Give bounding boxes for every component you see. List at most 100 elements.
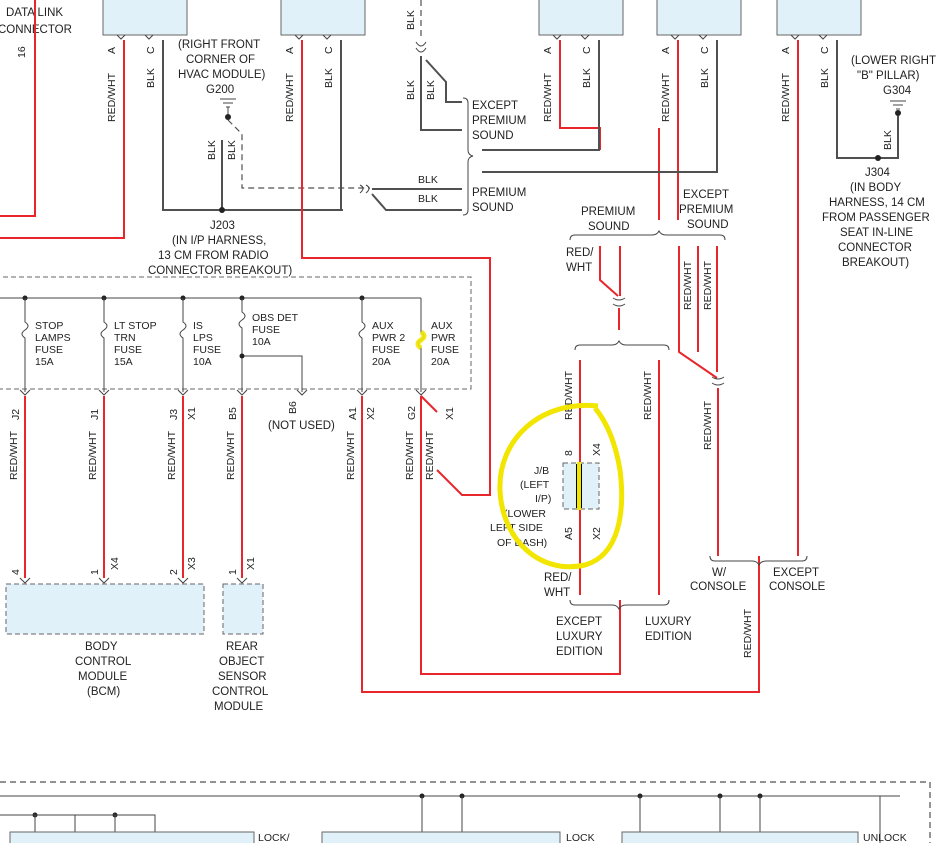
bottom-drops	[421, 796, 881, 843]
fuse-3-l1: IS	[193, 320, 203, 332]
g200-label-3: HVAC MODULE)	[178, 69, 265, 81]
jb-conn-bottom: X2	[591, 527, 603, 540]
fuse-4-l3: 10A	[252, 336, 271, 348]
except-luxury-1: EXCEPT	[556, 616, 602, 628]
fuse-1-l2: LAMPS	[35, 332, 71, 344]
fuse-1-l3: FUSE	[35, 344, 63, 356]
bcm-conn-x3: X3	[186, 557, 198, 570]
fuse-4-l1: OBS DET	[252, 312, 299, 324]
component-box-top-4	[656, 0, 742, 36]
bottom-module-2	[321, 831, 561, 843]
bcm-label-4: (BCM)	[87, 686, 120, 698]
wire-red-except-premium	[678, 246, 718, 379]
highlight-aux-fuse	[415, 329, 427, 351]
jb-label-2: (LEFT	[520, 479, 550, 491]
fuse-2-l4: 15A	[114, 356, 133, 368]
g200-id: G200	[206, 84, 234, 96]
data-link-pin: 16	[16, 46, 28, 58]
wire-blk-premium-sound	[371, 188, 462, 211]
rear-obj-label-2: OBJECT	[219, 656, 264, 668]
j304-label-2: (IN BODY	[850, 182, 901, 194]
wire-label-redwht-4: RED/WHT	[660, 72, 672, 122]
premium-sound-2: SOUND	[472, 202, 514, 214]
g200-label-2: CORNER OF	[186, 54, 255, 66]
brace-premium-sound	[569, 229, 726, 241]
red-wht-label-1: RED/	[566, 247, 594, 259]
bcm-label-3: MODULE	[78, 671, 128, 683]
j203-label-3: 13 CM FROM RADIO	[158, 250, 269, 262]
bcm-label-1: BODY	[85, 641, 118, 653]
jb-conn-top: X4	[591, 443, 603, 456]
pin-c-3: C	[581, 46, 593, 54]
premium-sound-1: PREMIUM	[472, 187, 526, 199]
dash-wire-premium	[227, 119, 370, 189]
pin-c-1: C	[145, 46, 157, 54]
j304-label-5: SEAT IN-LINE	[840, 227, 913, 239]
fuse-5-l4: 20A	[372, 356, 391, 368]
fuse-6-l1: AUX	[431, 320, 453, 332]
except-premium-2-1: EXCEPT	[683, 189, 729, 201]
w-console-1: W/	[712, 567, 727, 579]
except-premium-1: EXCEPT	[472, 100, 518, 112]
fuse-pin-j3: J3	[168, 409, 180, 420]
highlight-circle	[497, 402, 625, 570]
bottom-lock-2: LOCK	[566, 832, 595, 843]
bcm-component	[5, 583, 205, 635]
wire-label-blk-5: BLK	[819, 68, 831, 88]
jb-label-4: (LOWER	[504, 508, 546, 520]
wire-label-redwht-f5: RED/WHT	[345, 430, 357, 480]
wire-label-redwht-jb1: RED/WHT	[563, 370, 575, 420]
wire-red-col4b	[658, 40, 679, 220]
fuse-6-l4: 20A	[431, 356, 450, 368]
jb-label-5: LEFT SIDE	[490, 522, 543, 534]
component-box-top-5	[776, 0, 862, 36]
fuse-6-l2: PWR	[431, 332, 456, 344]
wire-red-col3	[559, 40, 601, 150]
wire-label-blk-ep1: BLK	[405, 80, 417, 100]
except-premium-3: SOUND	[472, 130, 514, 142]
wire-label-blk-1: BLK	[145, 68, 157, 88]
j203-label-1: J203	[210, 220, 235, 232]
wire-label-blk-g200b: BLK	[226, 140, 238, 160]
fuse-pin-g2: G2	[406, 406, 418, 420]
wire-label-redwht-3: RED/WHT	[542, 72, 554, 122]
ground-g200-icon	[220, 98, 236, 120]
fuse-block	[0, 276, 472, 390]
wire-label-redwht-f6a: RED/WHT	[404, 430, 416, 480]
wire-red-col2	[301, 40, 491, 496]
wire-label-redwht-1: RED/WHT	[106, 72, 118, 122]
bottom-left-lines	[0, 814, 156, 843]
premium-sound-2-2: SOUND	[588, 221, 630, 233]
fuse-labels: STOP LAMPS FUSE 15A LT STOP TRN FUSE 15A…	[35, 312, 459, 368]
rear-obj-label-1: REAR	[226, 641, 258, 653]
brace-premium	[462, 97, 474, 216]
fuse-conn-x2: X2	[365, 407, 377, 420]
fuse-5-l2: PWR 2	[372, 332, 405, 344]
fuse-2-l2: TRN	[114, 332, 136, 344]
not-used-label: (NOT USED)	[268, 420, 335, 432]
wire-label-redwht-jb2: RED/WHT	[642, 370, 654, 420]
fuse-2-l1: LT STOP	[114, 320, 157, 332]
wire-label-blk-g304: BLK	[882, 130, 894, 150]
fuse-6-l3: FUSE	[431, 344, 459, 356]
bottom-dashed-box	[0, 781, 931, 843]
wire-label-blk-4: BLK	[699, 68, 711, 88]
wire-label-blk-p1: BLK	[418, 174, 438, 186]
j304-label-7: BREAKOUT)	[842, 257, 909, 269]
luxury-2: EDITION	[645, 631, 692, 643]
wire-red-fuse6	[420, 396, 621, 675]
pin-c-2: C	[323, 46, 335, 54]
rear-obj-label-4: CONTROL	[212, 686, 269, 698]
red-wht-label-jb-1: RED/	[544, 572, 572, 584]
fuse-3-l4: 10A	[193, 356, 212, 368]
splice-j304	[875, 155, 881, 161]
connector-break-top	[415, 41, 427, 53]
pin-a-5: A	[780, 47, 792, 54]
j304-label-6: CONNECTOR	[838, 242, 912, 254]
fuse-pin-j1: J1	[89, 409, 101, 420]
except-premium-2-2: PREMIUM	[679, 204, 733, 216]
wire-blk-col3	[482, 40, 600, 151]
wire-label-blk-3: BLK	[581, 68, 593, 88]
component-box-top-3	[538, 0, 624, 36]
